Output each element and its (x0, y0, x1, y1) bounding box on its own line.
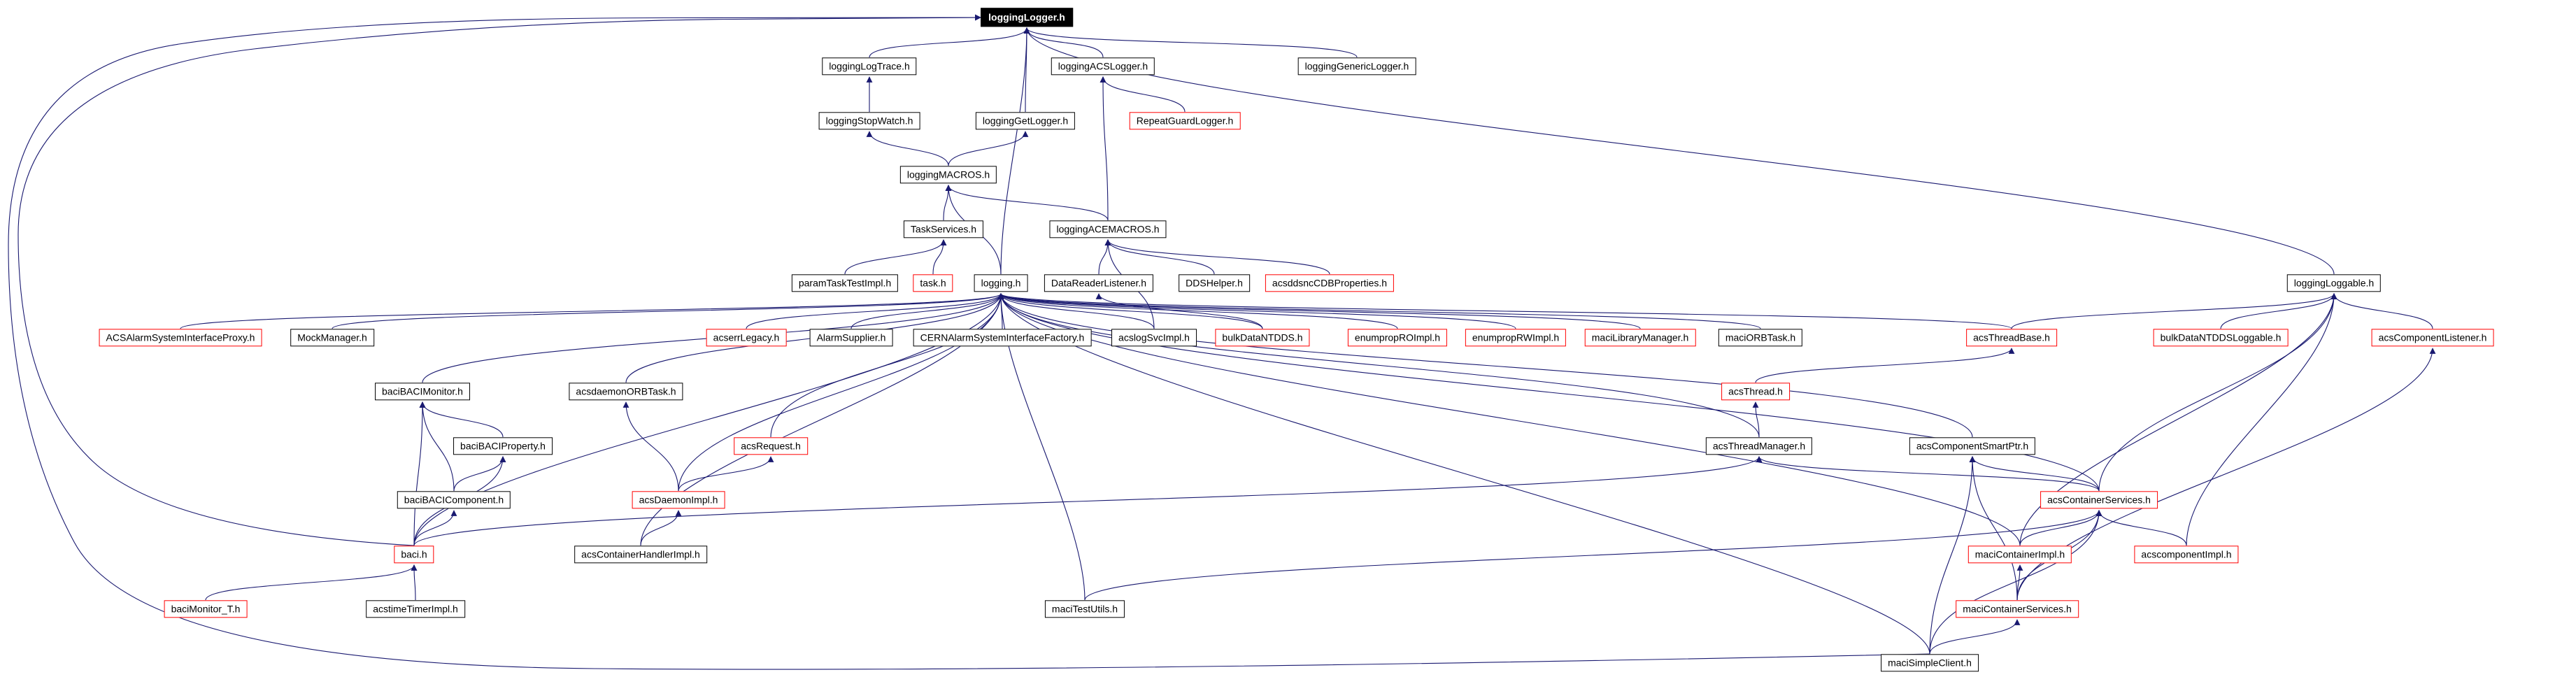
graph-node-bacimonitor_t[interactable]: baciMonitor_T.h (164, 600, 248, 618)
graph-node-logger: loggingLogger.h (981, 8, 1073, 27)
graph-node-simpleclient[interactable]: maciSimpleClient.h (1881, 654, 1979, 672)
graph-node-threadmgr[interactable]: acsThreadManager.h (1705, 437, 1813, 455)
graph-node-macicontainersvcs[interactable]: maciContainerServices.h (1956, 600, 2079, 618)
graph-node-bacicomponent[interactable]: baciBACIComponent.h (397, 491, 511, 509)
graph-node-acemacros[interactable]: loggingACEMACROS.h (1049, 220, 1167, 238)
graph-node-acserrlegacy[interactable]: acserrLegacy.h (706, 329, 787, 347)
graph-node-enumro[interactable]: enumpropROImpl.h (1347, 329, 1448, 347)
graph-node-librarymgr[interactable]: maciLibraryManager.h (1584, 329, 1696, 347)
graph-node-containersvcs[interactable]: acsContainerServices.h (2040, 491, 2158, 509)
graph-node-datareader[interactable]: DataReaderListener.h (1044, 274, 1154, 292)
graph-node-paramtask[interactable]: paramTaskTestImpl.h (791, 274, 899, 292)
graph-node-acslogsvc[interactable]: acslogSvcImpl.h (1111, 329, 1197, 347)
graph-node-alarmproxy[interactable]: ACSAlarmSystemInterfaceProxy.h (99, 329, 262, 347)
graph-node-logging[interactable]: logging.h (974, 274, 1028, 292)
graph-node-acscomponent[interactable]: acscomponentImpl.h (2134, 546, 2239, 564)
graph-node-baci[interactable]: baci.h (394, 546, 434, 564)
graph-node-macros[interactable]: loggingMACROS.h (899, 166, 997, 184)
graph-node-containerhandler[interactable]: acsContainerHandlerImpl.h (574, 546, 707, 564)
graph-node-ddshelper[interactable]: DDSHelper.h (1179, 274, 1250, 292)
graph-node-bulkdata[interactable]: bulkDataNTDDS.h (1215, 329, 1310, 347)
graph-node-bulkloggable[interactable]: bulkDataNTDDSLoggable.h (2153, 329, 2289, 347)
graph-node-logtrace[interactable]: loggingLogTrace.h (822, 57, 917, 76)
graph-node-smartptr[interactable]: acsComponentSmartPtr.h (1909, 437, 2036, 455)
graph-node-orbtask[interactable]: maciORBTask.h (1718, 329, 1803, 347)
graph-node-loggable[interactable]: loggingLoggable.h (2286, 274, 2382, 292)
graph-node-enumrw[interactable]: enumpropRWImpl.h (1465, 329, 1567, 347)
graph-node-stopwatch[interactable]: loggingStopWatch.h (818, 112, 920, 130)
graph-node-baciproperty[interactable]: baciBACIProperty.h (453, 437, 553, 455)
graph-node-bacimonitor[interactable]: baciBACIMonitor.h (375, 383, 470, 401)
graph-node-repeatguard[interactable]: RepeatGuardLogger.h (1129, 112, 1241, 130)
graph-node-daemonimpl[interactable]: acsDaemonImpl.h (632, 491, 725, 509)
graph-node-taskservices[interactable]: TaskServices.h (903, 220, 984, 238)
graph-node-testutils[interactable]: maciTestUtils.h (1044, 600, 1125, 618)
graph-node-threadbase[interactable]: acsThreadBase.h (1966, 329, 2057, 347)
graph-node-acsrequest[interactable]: acsRequest.h (734, 437, 808, 455)
graph-node-containerimpl[interactable]: maciContainerImpl.h (1967, 546, 2072, 564)
graph-node-acsddsnc[interactable]: acsddsncCDBProperties.h (1265, 274, 1395, 292)
graph-node-daemonorb[interactable]: acsdaemonORBTask.h (569, 383, 683, 401)
graph-node-acslogger[interactable]: loggingACSLogger.h (1051, 57, 1155, 76)
graph-node-genericlogger[interactable]: loggingGenericLogger.h (1297, 57, 1416, 76)
graph-node-cernalarm[interactable]: CERNAlarmSystemInterfaceFactory.h (913, 329, 1092, 347)
graph-node-alarmsupplier[interactable]: AlarmSupplier.h (809, 329, 893, 347)
graph-node-getlogger[interactable]: loggingGetLogger.h (975, 112, 1076, 130)
graph-node-mockmanager[interactable]: MockManager.h (290, 329, 374, 347)
graph-node-thread[interactable]: acsThread.h (1721, 383, 1790, 401)
graph-node-complistener[interactable]: acsComponentListener.h (2371, 329, 2494, 347)
graph-node-timerimpl[interactable]: acstimeTimerImpl.h (366, 600, 465, 618)
graph-node-task[interactable]: task.h (913, 274, 953, 292)
